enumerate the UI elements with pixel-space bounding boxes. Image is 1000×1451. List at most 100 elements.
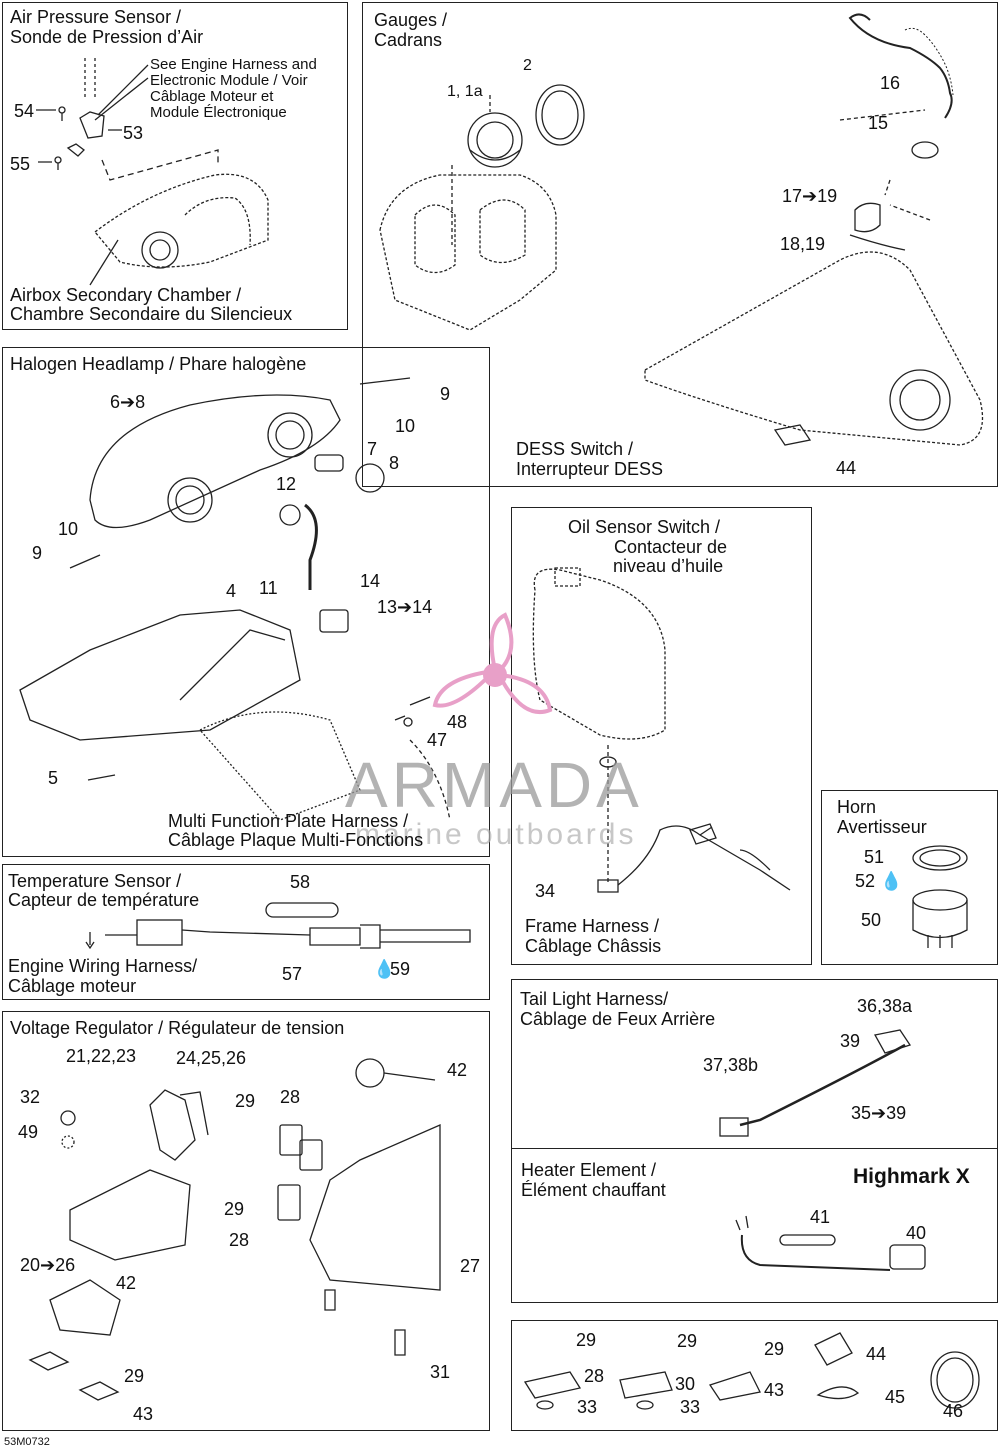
callout-33b: 33 [680,1397,701,1417]
panel-heater-element [511,1148,998,1303]
panel-halogen-headlamp [2,347,490,857]
callout-24-25-26: 24,25,26 [176,1048,247,1068]
callout-39: 39 [840,1031,861,1051]
callout-7: 7 [367,439,378,459]
engine-wiring-fr: Câblage moteur [8,976,137,996]
callout-53: 53 [123,123,144,143]
headlamp-title: Halogen Headlamp / Phare halogène [10,354,307,374]
callout-10b: 10 [58,519,79,539]
mfp-caption-en: Multi Function Plate Harness / [168,811,409,831]
hardware-art [523,1332,980,1410]
callout-16: 16 [880,73,901,93]
callout-46: 46 [943,1401,964,1421]
air-pressure-sensor-art [36,58,269,286]
callout-18-19: 18,19 [780,234,826,254]
callout-31: 31 [430,1362,451,1382]
voltage-regulator-art [28,1058,441,1401]
callout-6-8: 6➔8 [110,392,146,412]
horn-title-en: Horn [837,797,877,817]
model-label: Highmark X [853,1165,970,1188]
dess-title-fr: Interrupteur DESS [516,459,664,479]
callout-27: 27 [460,1256,481,1276]
horn-title-fr: Avertisseur [837,817,927,837]
gauges-title-en: Gauges / [374,10,448,30]
callout-28: 28 [280,1087,301,1107]
callout-44b: 44 [866,1344,887,1364]
horn-art [912,845,968,948]
callout-21-22-23: 21,22,23 [66,1046,137,1066]
temp-title-en: Temperature Sensor / [8,871,182,891]
callout-8: 8 [389,453,400,473]
callout-32: 32 [20,1087,41,1107]
frame-harness-fr: Câblage Châssis [525,936,662,956]
oil-title-en: Oil Sensor Switch / [568,517,721,537]
callout-29f: 29 [764,1339,785,1359]
oil-title-fr-1: Contacteur de [614,537,728,557]
callout-9b: 9 [32,543,43,563]
panel-temperature-sensor [2,864,490,1000]
tail-title-fr: Câblage de Feux Arrière [520,1009,716,1029]
oil-title-fr-2: niveau d’huile [613,556,724,576]
callout-44: 44 [836,458,857,478]
callout-57: 57 [282,964,303,984]
callout-43: 43 [133,1404,154,1424]
callout-43b: 43 [764,1380,785,1400]
heater-title-fr: Élément chauffant [521,1180,666,1200]
frame-harness-en: Frame Harness / [525,916,660,936]
callout-33: 33 [577,1397,598,1417]
callout-30: 30 [675,1374,696,1394]
callout-45: 45 [885,1387,906,1407]
heater-element-art [735,1215,926,1271]
callout-28b: 28 [229,1230,250,1250]
callout-59: 59 [390,959,411,979]
watermark-tagline: marine outboards [355,818,637,851]
headlamp-art [19,377,451,821]
callout-49: 49 [18,1122,39,1142]
callout-34: 34 [535,881,556,901]
engine-wiring-en: Engine Wiring Harness/ [8,956,198,976]
callout-54: 54 [14,101,35,121]
callout-55: 55 [10,154,31,174]
callout-50: 50 [861,910,882,930]
watermark-brand: ARMADA [345,749,643,821]
callout-29e: 29 [677,1331,698,1351]
callout-40: 40 [906,1223,927,1243]
callout-41: 41 [810,1207,831,1227]
gauges-art [379,84,585,331]
callout-13-14: 13➔14 [377,597,433,617]
callout-15: 15 [868,113,889,133]
callout-5: 5 [48,768,59,788]
dess-title-en: DESS Switch / [516,439,634,459]
callout-29d: 29 [576,1330,597,1350]
voltage-title: Voltage Regulator / Régulateur de tensio… [10,1018,345,1038]
callout-14: 14 [360,571,381,591]
drop-icon-59: 💧 [373,959,396,979]
callout-42: 42 [447,1060,468,1080]
callout-9: 9 [440,384,451,404]
temp-sensor-art [85,902,471,950]
callout-29: 29 [235,1091,256,1111]
panel-hardware [511,1320,998,1431]
callout-28c: 28 [584,1366,605,1386]
airbox-caption-en: Airbox Secondary Chamber / [10,285,242,305]
air-pressure-title-en: Air Pressure Sensor / [10,7,182,27]
mfp-caption-fr: Câblage Plaque Multi-Fonctions [168,830,424,850]
callout-52: 52 [855,871,876,891]
callout-11: 11 [259,578,278,598]
callout-10: 10 [395,416,416,436]
dess-art [644,13,984,446]
callout-37-38b: 37,38b [703,1055,759,1075]
callout-1-1a: 1, 1a [447,83,483,100]
callout-35-39: 35➔39 [851,1103,907,1123]
tail-light-harness-art [719,1029,912,1137]
callout-58: 58 [290,872,311,892]
panel-oil-sensor [511,507,812,965]
callout-51: 51 [864,847,885,867]
panel-voltage-regulator [2,1011,490,1431]
callout-48: 48 [447,712,468,732]
air-pressure-title-fr: Sonde de Pression d’Air [10,27,204,47]
callout-17-19: 17➔19 [782,186,838,206]
drop-icon: 💧 [880,871,903,891]
heater-title-en: Heater Element / [521,1160,657,1180]
